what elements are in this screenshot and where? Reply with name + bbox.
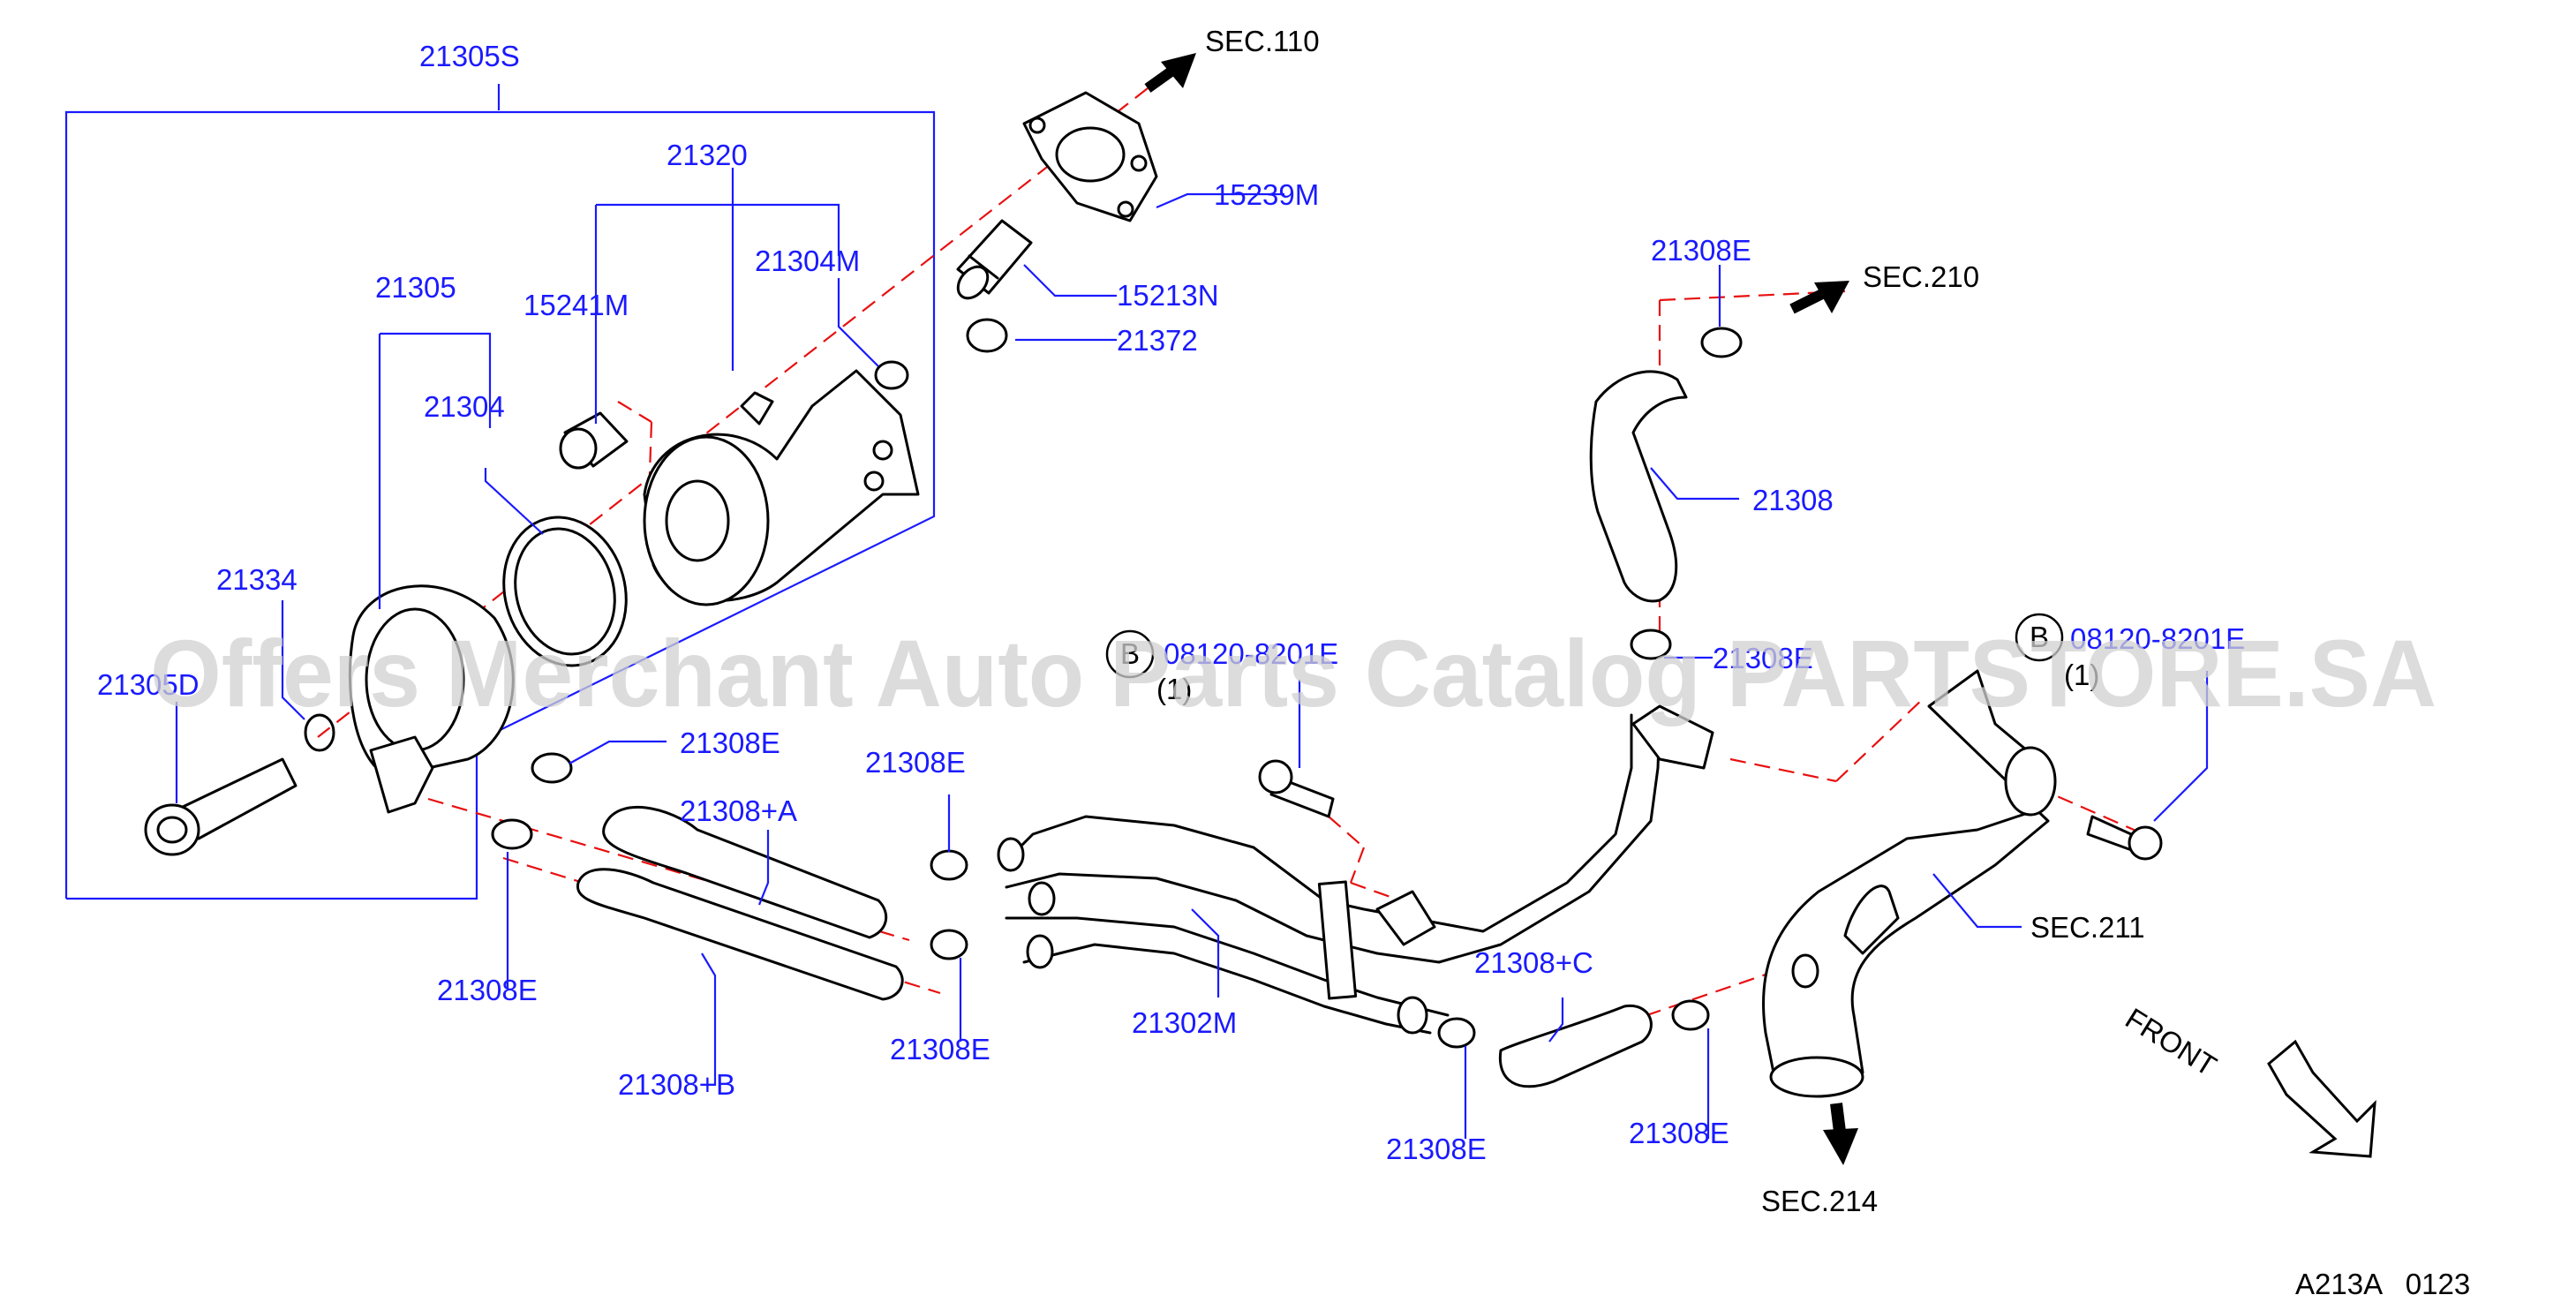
- watermark: Offers Merchant Auto Parts Catalog PARTS…: [150, 620, 2437, 727]
- label-21308E-d: 21308E: [890, 1033, 990, 1065]
- pipe-15213N: [956, 219, 1033, 300]
- label-21308E-a: 21308E: [680, 727, 780, 759]
- clamps: [491, 327, 1743, 1049]
- hose-21308+A: [602, 805, 888, 939]
- label-21308A: 21308+A: [680, 794, 797, 827]
- bolt-marker-left: [1105, 629, 1155, 679]
- assembly-bracket-21305S: [64, 84, 936, 900]
- label-21305: 21305: [375, 271, 456, 304]
- bolt-08120-8201E-right: [2086, 815, 2163, 861]
- water-pipe-21302M: [997, 704, 1714, 1035]
- label-bolt-right: 08120-8201E: [2070, 622, 2245, 655]
- gasket-15239M: [1022, 91, 1158, 222]
- label-21308E-e: 21308E: [1386, 1133, 1487, 1165]
- label-21308E-c: 21308E: [437, 974, 538, 1006]
- front-label: FRONT: [2120, 1002, 2222, 1083]
- label-21308B: 21308+B: [618, 1068, 735, 1101]
- bolt-marker-right: [2015, 613, 2064, 662]
- label-21305S: 21305S: [419, 40, 520, 72]
- thermostat-housing-outlet: [1762, 669, 2057, 1098]
- label-bolt-left: 08120-8201E: [1164, 637, 1338, 670]
- leader-lines: [175, 168, 2209, 1139]
- oring-21304M: [874, 360, 909, 390]
- hose-21308+B: [576, 868, 904, 1001]
- hose-21308+C: [1498, 1005, 1653, 1088]
- label-21334: 21334: [216, 563, 298, 596]
- bolt-marks: B (1) B (1): [1120, 621, 2099, 705]
- label-21308E-f: 21308E: [1629, 1117, 1729, 1149]
- hose-21308: [1589, 370, 1688, 603]
- label-21372: 21372: [1117, 324, 1198, 357]
- sec-211: SEC.211: [2030, 911, 2145, 944]
- label-21304M: 21304M: [755, 245, 860, 277]
- section-refs: SEC.110 SEC.210 SEC.211 SEC.214: [1205, 25, 2145, 1217]
- arrow-sec210-icon: [1789, 281, 1849, 314]
- label-15239M: 15239M: [1214, 178, 1319, 211]
- arrow-sec110-icon: [1144, 53, 1196, 93]
- washer-21334: [304, 713, 335, 752]
- label-21308E-mid: 21308E: [1713, 642, 1813, 674]
- label-21305D: 21305D: [97, 668, 200, 701]
- label-21308C: 21308+C: [1474, 946, 1593, 979]
- sec-110: SEC.110: [1205, 25, 1320, 57]
- arrow-sec214-icon: [1823, 1103, 1858, 1165]
- plug-21372: [966, 318, 1008, 353]
- label-21304: 21304: [424, 390, 505, 423]
- gasket-21304: [502, 516, 628, 667]
- label-21302M: 21302M: [1132, 1006, 1237, 1039]
- label-21308E-top: 21308E: [1651, 234, 1751, 267]
- housing-21305: [348, 584, 515, 814]
- bolt-letter-right: B: [2030, 621, 2049, 653]
- label-21308: 21308: [1752, 484, 1834, 516]
- bolt-letter-left: B: [1120, 637, 1140, 670]
- sensor-15241M: [559, 411, 629, 470]
- front-arrow-icon: [2267, 1039, 2376, 1158]
- bolt-qty-left: (1): [1156, 673, 1192, 705]
- label-15241M: 15241M: [523, 289, 629, 321]
- label-21320: 21320: [667, 139, 748, 171]
- part-labels: 21305S 21320 21304M 15241M 21305 21304 2…: [97, 40, 2245, 1165]
- water-pump-21320: [643, 369, 920, 606]
- label-15213N: 15213N: [1117, 279, 1219, 312]
- bolt-21305D: [144, 757, 298, 856]
- sec-214: SEC.214: [1761, 1185, 1878, 1217]
- sec-210: SEC.210: [1863, 260, 1979, 293]
- diagram-code: A213A 0123: [2295, 1268, 2470, 1300]
- bolt-qty-right: (1): [2064, 659, 2099, 691]
- label-21308E-b: 21308E: [865, 746, 966, 779]
- bolt-08120-8201E-left: [1258, 759, 1335, 818]
